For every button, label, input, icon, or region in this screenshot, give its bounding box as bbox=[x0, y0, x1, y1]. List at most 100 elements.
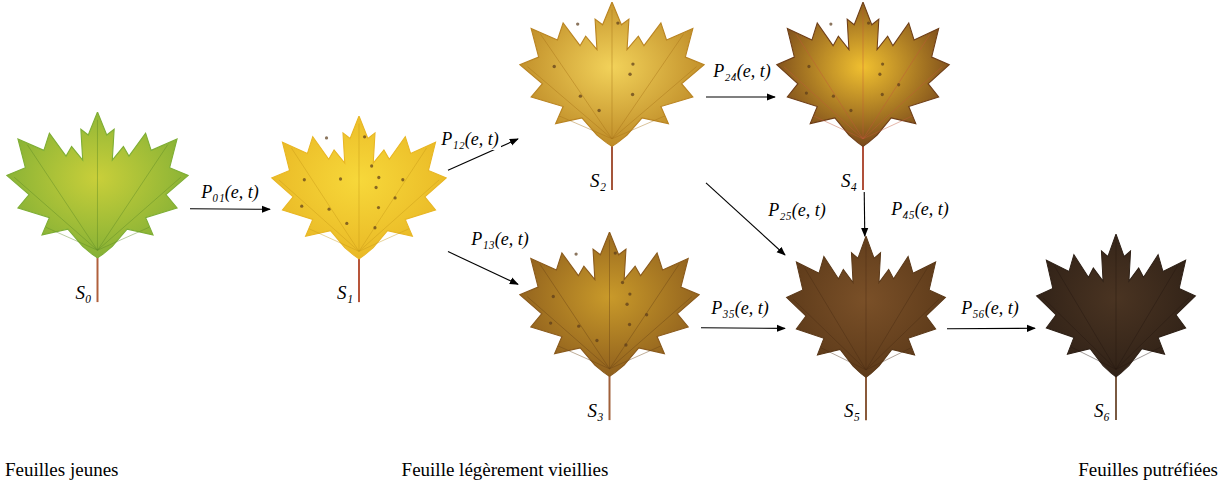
leaf-vein bbox=[612, 10, 613, 139]
leaf-spot bbox=[370, 164, 373, 167]
leaf-spot bbox=[625, 302, 628, 305]
leaf-spot bbox=[579, 94, 582, 97]
leaf-illustration bbox=[518, 2, 706, 192]
transition-label: P₁₃(e, t) bbox=[469, 230, 531, 250]
leaf-vein bbox=[866, 348, 911, 370]
leaf-vein bbox=[527, 67, 612, 139]
leaf-spot bbox=[645, 313, 648, 316]
stage-caption: Feuille légèrement vieillies bbox=[402, 460, 609, 481]
leaf-vein bbox=[612, 67, 697, 139]
leaf-spot bbox=[300, 204, 303, 207]
stage-caption: Feuilles jeunes bbox=[5, 460, 118, 481]
transition-arrow bbox=[448, 252, 518, 285]
leaf-spot bbox=[628, 72, 631, 75]
transition-label: P₃₅(e, t) bbox=[709, 299, 771, 319]
leaf-spot bbox=[621, 281, 624, 284]
leaf-illustration bbox=[785, 236, 947, 422]
leaf-spot bbox=[553, 65, 556, 68]
leaf-vein bbox=[98, 177, 181, 250]
transition-label: P₁₂(e, t) bbox=[439, 130, 501, 150]
leaf-spot bbox=[829, 22, 832, 25]
leaf-spot bbox=[574, 252, 577, 255]
leaf-vein bbox=[866, 299, 939, 370]
leaf-blade bbox=[787, 236, 946, 377]
leaf-illustration bbox=[5, 112, 190, 304]
leaf-spot bbox=[597, 109, 600, 112]
leaf-vein bbox=[793, 299, 866, 370]
leaf-vein bbox=[863, 116, 912, 139]
leaf-vein bbox=[1116, 347, 1161, 370]
leaf-state: S₂ bbox=[518, 2, 706, 192]
transition-label: P₀₁(e, t) bbox=[199, 183, 261, 203]
transition-arrow bbox=[701, 327, 785, 329]
leaf-vein bbox=[1116, 298, 1189, 369]
leaf-spot bbox=[849, 109, 852, 112]
leaf-state: S₆ bbox=[1035, 234, 1197, 422]
leaf-spot bbox=[577, 324, 580, 327]
leaf-spot bbox=[807, 65, 810, 68]
leaf-spot bbox=[327, 207, 330, 210]
leaf-state: S₄ bbox=[775, 2, 951, 192]
leaf-illustration bbox=[270, 116, 448, 304]
leaf-vein bbox=[97, 120, 98, 251]
leaf-spot bbox=[614, 251, 617, 254]
leaf-spot bbox=[394, 196, 397, 199]
leaf-vein bbox=[612, 116, 665, 139]
leaf-vein bbox=[1116, 242, 1117, 370]
state-label: S₅ bbox=[844, 401, 860, 420]
leaf-vein bbox=[309, 229, 359, 252]
leaf-spot bbox=[363, 135, 366, 138]
leaf-spot bbox=[616, 21, 619, 24]
leaf-blade bbox=[520, 2, 704, 146]
leaf-spot bbox=[881, 62, 884, 65]
leaf-vein bbox=[527, 297, 609, 369]
leaf-spot bbox=[881, 93, 884, 96]
transition-label: P₂₄(e, t) bbox=[711, 62, 773, 82]
leaf-spot bbox=[628, 323, 631, 326]
state-label: S₂ bbox=[590, 171, 606, 190]
leaf-blade bbox=[272, 116, 446, 259]
leaf-spot bbox=[576, 22, 579, 25]
leaf-spot bbox=[805, 91, 808, 94]
leaf-vein bbox=[1043, 298, 1116, 369]
transition-label: P₂₅(e, t) bbox=[766, 201, 828, 221]
leaf-state: S₃ bbox=[518, 232, 701, 422]
leaf-blade bbox=[777, 2, 949, 146]
leaf-vein bbox=[863, 67, 942, 139]
state-label: S₁ bbox=[337, 283, 353, 302]
state-label: S₆ bbox=[1094, 401, 1110, 420]
leaf-spot bbox=[339, 177, 342, 180]
leaf-vein bbox=[359, 124, 360, 252]
leaf-vein bbox=[98, 227, 150, 250]
leaf-spot bbox=[373, 226, 376, 229]
leaf-vein bbox=[559, 116, 612, 139]
leaf-state: S₀ bbox=[5, 112, 190, 304]
leaf-illustration bbox=[518, 232, 701, 422]
transition-arrow bbox=[190, 208, 270, 210]
leaf-spot bbox=[401, 178, 404, 181]
state-label: S₄ bbox=[841, 171, 857, 190]
leaf-illustration bbox=[775, 2, 951, 192]
leaf-spot bbox=[631, 62, 634, 65]
leaf-spot bbox=[867, 21, 870, 24]
leaf-spot bbox=[595, 339, 598, 342]
leaf-vein bbox=[863, 10, 864, 139]
leaf-vein bbox=[610, 297, 692, 369]
leaf-spot bbox=[552, 295, 555, 298]
state-label: S₀ bbox=[75, 283, 91, 302]
leaf-vein bbox=[359, 180, 439, 251]
leaf-vein bbox=[279, 180, 359, 251]
leaf-spot bbox=[303, 178, 306, 181]
leaf-blade bbox=[7, 112, 188, 258]
transition-label: P₅₆(e, t) bbox=[959, 299, 1021, 319]
leaf-spot bbox=[345, 222, 348, 225]
leaf-spot bbox=[832, 94, 835, 97]
leaf-vein bbox=[866, 243, 867, 369]
state-label: S₃ bbox=[587, 401, 603, 420]
leaf-spot bbox=[549, 321, 552, 324]
transition-arrow bbox=[947, 328, 1035, 329]
leaf-spot bbox=[878, 72, 881, 75]
stage-caption: Feuilles putréfiées bbox=[1078, 460, 1218, 481]
leaf-vein bbox=[46, 227, 98, 250]
